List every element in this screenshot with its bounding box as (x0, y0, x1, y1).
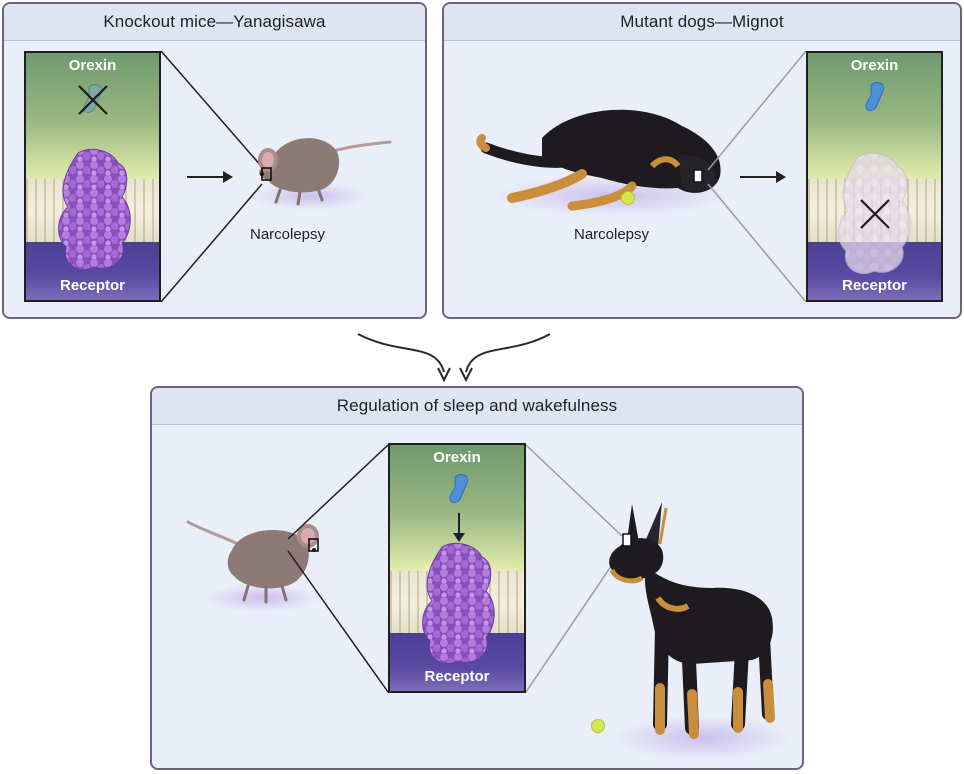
panel-title: Mutant dogs—Mignot (444, 4, 960, 41)
x-mark-icon (78, 85, 108, 115)
panel-knockout-mice: Knockout mice—Yanagisawa Orexin Receptor (2, 2, 427, 319)
arrow-right-icon (740, 171, 786, 183)
orexin-label: Orexin (68, 57, 117, 74)
zoom-lines (287, 444, 623, 693)
receptor-inset: Orexin Receptor (388, 443, 526, 693)
tennis-ball-icon (621, 191, 635, 205)
arrow-right-icon (187, 171, 233, 183)
arrow-down-icon (453, 513, 465, 542)
tennis-ball-icon (591, 719, 605, 733)
receptor-label: Receptor (841, 277, 908, 294)
narcolepsy-caption: Narcolepsy (574, 226, 650, 243)
zoom-lines (160, 50, 263, 303)
orexin-label: Orexin (433, 449, 481, 466)
mouse-illustration (186, 520, 339, 612)
converging-arrows (357, 333, 551, 383)
panel-title: Knockout mice—Yanagisawa (4, 4, 425, 41)
receptor-protein-icon (58, 148, 131, 270)
panel-regulation: Regulation of sleep and wakefulness Orex… (150, 386, 804, 770)
panel-mutant-dogs: Mutant dogs—Mignot Narcolepsy Orexin (442, 2, 962, 319)
orexin-peptide-icon (449, 474, 469, 504)
receptor-inset: Orexin Receptor (24, 51, 161, 302)
x-mark-icon (860, 199, 890, 229)
orexin-peptide-icon (865, 82, 885, 112)
mouse-illustration (250, 138, 392, 210)
panel-title: Regulation of sleep and wakefulness (152, 388, 802, 425)
receptor-label: Receptor (424, 668, 490, 685)
receptor-label: Receptor (59, 277, 126, 294)
narcolepsy-caption: Narcolepsy (250, 226, 326, 243)
doberman-illustration (609, 502, 792, 760)
orexin-label: Orexin (850, 57, 899, 74)
zoom-lines (707, 50, 807, 303)
receptor-inset: Orexin Receptor (806, 51, 943, 302)
doberman-illustration (476, 109, 732, 216)
receptor-protein-icon (422, 542, 495, 664)
